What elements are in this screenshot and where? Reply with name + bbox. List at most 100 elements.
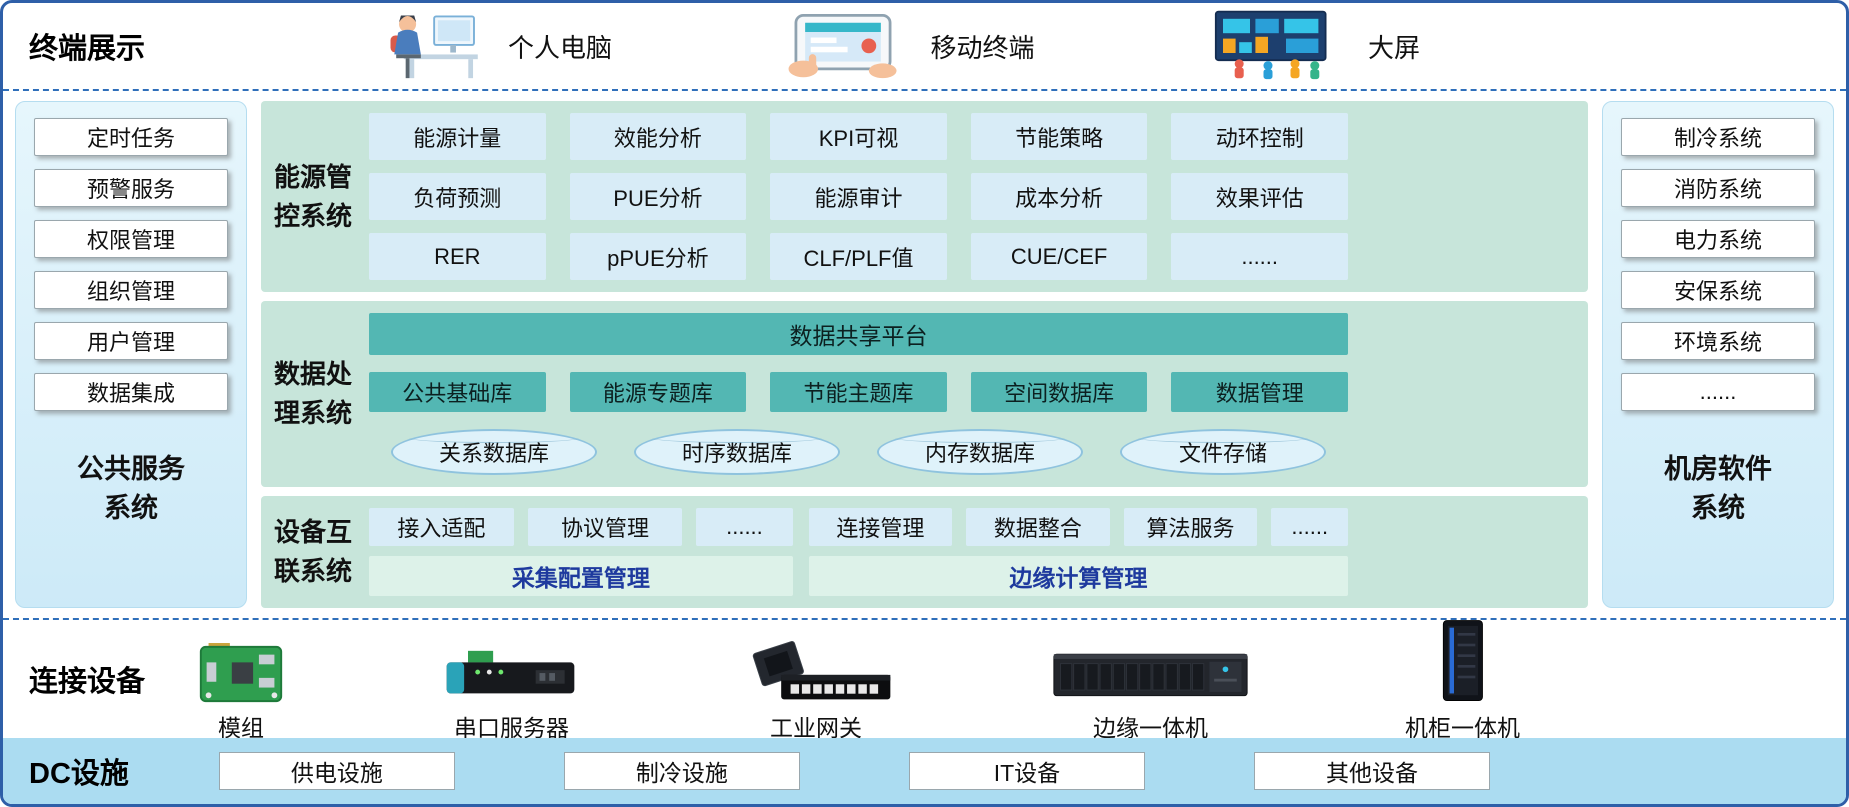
device-cabinet-label: 机柜一体机 <box>1404 715 1520 741</box>
energy-feature: 能源审计 <box>770 173 947 221</box>
divider-top-dashed <box>3 89 1846 91</box>
data-library: 节能主题库 <box>770 372 947 413</box>
edge-computing-bar: 边缘计算管理 <box>808 556 1348 596</box>
module-board-image <box>195 641 287 707</box>
device-industrial-gateway-label: 工业网关 <box>769 715 862 741</box>
big-screen-illustration-icon <box>1205 8 1340 85</box>
data-library: 数据管理 <box>1171 372 1348 413</box>
terminal-item-mobile-label: 移动终端 <box>930 32 1035 63</box>
connection-devices: 模组 串口服务器 <box>145 615 1820 743</box>
energy-block-title: 能源管 控系统 <box>273 161 352 231</box>
energy-management-block: 能源管 控系统 能源计量 效能分析 KPI可视 节能策略 动环控制 负荷预测 P… <box>261 101 1588 293</box>
energy-feature: 节能策略 <box>970 113 1148 161</box>
energy-feature: 负荷预测 <box>369 173 546 221</box>
database-row: 关系数据库 时序数据库 内存数据库 文件存储 <box>369 428 1348 475</box>
room-software-item: 电力系统 <box>1621 220 1815 258</box>
public-service-title: 公共服务 系统 <box>77 454 185 524</box>
terminal-items: 个人电脑 移动终端 <box>145 7 1820 86</box>
device-industrial-gateway: 工业网关 <box>736 639 896 743</box>
data-library-row: 公共基础库 能源专题库 节能主题库 空间数据库 数据管理 <box>369 372 1348 413</box>
connection-devices-label: 连接设备 <box>29 666 146 698</box>
terminal-item-pc-label: 个人电脑 <box>508 32 613 63</box>
device-edge-server: 边缘一体机 <box>1048 641 1253 743</box>
public-service-item: 组织管理 <box>34 271 228 309</box>
dc-facility: 其他设备 <box>1253 752 1490 790</box>
edge-server-image <box>1048 641 1253 707</box>
tablet-hands-illustration-icon <box>783 8 903 85</box>
room-software-panel: 制冷系统 消防系统 电力系统 安保系统 环境系统 ...... 机房软件 系统 <box>1602 101 1834 608</box>
device-module-label: 模组 <box>218 715 265 741</box>
data-library: 公共基础库 <box>369 372 546 413</box>
public-service-item: 数据集成 <box>34 373 228 411</box>
energy-feature: RER <box>369 233 546 281</box>
energy-feature: 动环控制 <box>1171 113 1348 161</box>
public-service-panel: 定时任务 预警服务 权限管理 组织管理 用户管理 数据集成 公共服务 系统 <box>15 101 247 608</box>
energy-feature: 能源计量 <box>369 113 546 161</box>
public-service-item: 预警服务 <box>34 169 228 207</box>
dc-facilities-label: DC设施 <box>29 758 129 790</box>
data-block-title: 数据处 理系统 <box>273 359 352 429</box>
device-feature: 连接管理 <box>808 508 953 546</box>
energy-feature-grid: 能源计量 效能分析 KPI可视 节能策略 动环控制 负荷预测 PUE分析 能源审… <box>369 113 1348 281</box>
device-feature: 接入适配 <box>369 508 514 546</box>
energy-block-content: 能源计量 效能分析 KPI可视 节能策略 动环控制 负荷预测 PUE分析 能源审… <box>365 101 1588 292</box>
device-feature: 数据整合 <box>966 508 1110 546</box>
device-serial-server-label: 串口服务器 <box>454 715 569 741</box>
public-service-item: 权限管理 <box>34 220 228 258</box>
terminal-item-bigscreen: 大屏 <box>1205 8 1420 85</box>
terminal-item-bigscreen-label: 大屏 <box>1367 32 1420 63</box>
room-software-item: 制冷系统 <box>1621 118 1815 156</box>
pc-person-illustration-icon <box>375 7 480 86</box>
industrial-gateway-image <box>736 639 896 707</box>
energy-feature: 成本分析 <box>970 173 1148 221</box>
energy-feature: 效能分析 <box>569 113 747 161</box>
device-block-title: 设备互 联系统 <box>273 517 352 586</box>
device-interconnect-block: 设备互 联系统 接入适配 协议管理 ...... 采集配置管理 <box>261 496 1588 608</box>
device-feature: 协议管理 <box>527 508 683 546</box>
database-cylinder: 关系数据库 <box>391 428 597 475</box>
room-software-title: 机房软件 系统 <box>1664 454 1772 524</box>
data-library: 能源专题库 <box>569 372 747 413</box>
center-column: 能源管 控系统 能源计量 效能分析 KPI可视 节能策略 动环控制 负荷预测 P… <box>261 101 1588 608</box>
edge-computing-group: 连接管理 数据整合 算法服务 ...... 边缘计算管理 <box>808 508 1348 596</box>
data-library: 空间数据库 <box>970 372 1148 413</box>
edge-computing-items: 连接管理 数据整合 算法服务 ...... <box>808 508 1348 546</box>
room-software-item: 消防系统 <box>1621 169 1815 207</box>
dc-facilities-section: DC设施 供电设施 制冷设施 IT设备 其他设备 <box>3 738 1846 804</box>
dc-facility: 供电设施 <box>218 752 455 790</box>
device-feature: ...... <box>696 508 793 546</box>
dc-facilities-items: 供电设施 制冷设施 IT设备 其他设备 <box>129 752 1820 790</box>
collect-config-items: 接入适配 协议管理 ...... <box>369 508 793 546</box>
room-software-item: 环境系统 <box>1621 322 1815 360</box>
device-edge-server-label: 边缘一体机 <box>1092 715 1208 741</box>
database-cylinder: 文件存储 <box>1120 428 1326 475</box>
energy-feature: 效果评估 <box>1171 173 1348 221</box>
divider-bottom-dashed <box>3 618 1846 620</box>
device-feature: ...... <box>1271 508 1348 546</box>
room-software-item: 安保系统 <box>1621 271 1815 309</box>
database-cylinder: 时序数据库 <box>634 428 840 475</box>
data-block-content: 数据共享平台 公共基础库 能源专题库 节能主题库 空间数据库 数据管理 关系数据… <box>365 301 1588 487</box>
serial-server-image <box>439 643 584 707</box>
terminal-item-mobile: 移动终端 <box>783 8 1035 85</box>
database-cylinder: 内存数据库 <box>877 428 1083 475</box>
dc-facility: 制冷设施 <box>563 752 800 790</box>
public-service-item: 定时任务 <box>34 118 228 156</box>
room-software-item: ...... <box>1621 373 1815 411</box>
terminal-display-label: 终端展示 <box>29 33 146 65</box>
dc-facility: IT设备 <box>908 752 1145 790</box>
connection-devices-section: 连接设备 模组 <box>3 620 1846 741</box>
device-module: 模组 <box>195 641 287 743</box>
energy-feature: PUE分析 <box>569 173 747 221</box>
public-service-item: 用户管理 <box>34 322 228 360</box>
cabinet-image <box>1422 615 1502 707</box>
terminal-item-pc: 个人电脑 <box>375 7 612 86</box>
collect-config-bar: 采集配置管理 <box>369 556 793 596</box>
energy-feature: pPUE分析 <box>569 233 747 281</box>
energy-feature: KPI可视 <box>770 113 947 161</box>
energy-feature: ...... <box>1171 233 1348 281</box>
device-serial-server: 串口服务器 <box>439 643 584 743</box>
terminal-display-section: 终端展示 <box>3 3 1846 89</box>
data-sharing-platform-bar: 数据共享平台 <box>369 313 1348 356</box>
